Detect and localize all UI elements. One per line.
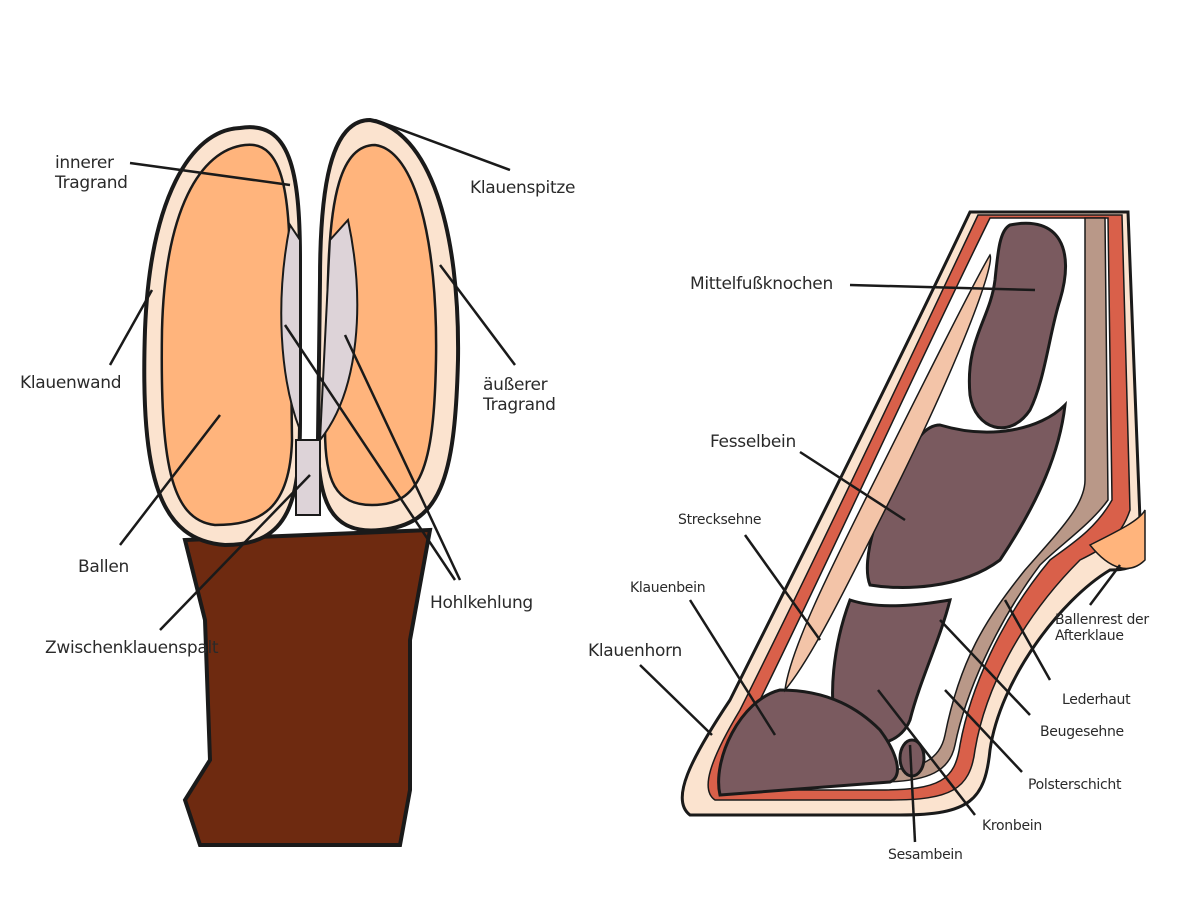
label-coronet-bone: Kronbein — [982, 818, 1042, 834]
label-flexor-tendon: Beugesehne — [1040, 724, 1124, 740]
label-concavity: Hohlkehlung — [430, 593, 533, 613]
label-sesamoid: Sesambein — [888, 847, 963, 863]
metacarpal-bone — [967, 221, 1068, 430]
extensor-tendon — [783, 253, 992, 693]
label-corium: Lederhaut — [1062, 692, 1131, 708]
coronet-bone — [831, 598, 953, 747]
right-claw-sole — [323, 143, 438, 507]
left-leader-lines — [108, 118, 516, 631]
claw-sole-view — [142, 117, 461, 847]
left-claw-sole — [160, 143, 294, 527]
label-inner-bearing-edge: innerer Tragrand — [55, 153, 128, 193]
label-dewclaw-bulb: Ballenrest der Afterklaue — [1055, 612, 1149, 644]
label-pastern-bone: Fesselbein — [710, 432, 796, 452]
label-bulb: Ballen — [78, 557, 129, 577]
leg — [182, 527, 433, 847]
label-outer-bearing-edge: äußerer Tragrand — [483, 375, 556, 415]
label-extensor-tendon: Strecksehne — [678, 512, 762, 528]
left-concavity — [280, 222, 301, 431]
label-interdigital-cleft: Zwischenklauenspalt — [45, 638, 219, 658]
right-leader-lines — [639, 283, 1121, 843]
label-metacarpal: Mittelfußknochen — [690, 274, 833, 294]
label-coffin-bone: Klauenbein — [630, 580, 706, 596]
label-cushion-layer: Polsterschicht — [1028, 777, 1122, 793]
claw-side-view — [680, 210, 1146, 817]
label-claw-tip: Klauenspitze — [470, 178, 576, 198]
dewclaw-bulb — [1088, 509, 1146, 570]
label-claw-wall: Klauenwand — [20, 373, 122, 393]
label-claw-horn: Klauenhorn — [588, 641, 682, 661]
